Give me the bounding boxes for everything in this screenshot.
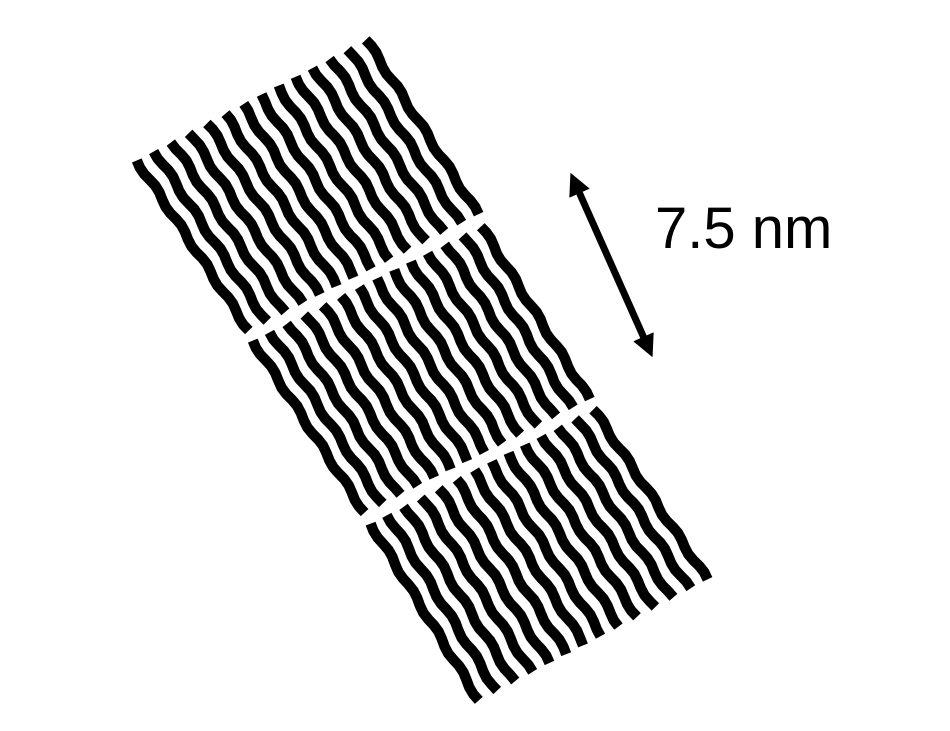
strand xyxy=(149,149,272,325)
strand xyxy=(487,459,606,639)
strand-block-2 xyxy=(247,223,595,517)
strand xyxy=(361,36,484,217)
strand xyxy=(399,503,520,685)
strand xyxy=(382,512,502,695)
strand-block-1 xyxy=(131,36,484,335)
strand xyxy=(503,450,623,630)
strand xyxy=(536,433,660,611)
strand xyxy=(372,276,489,455)
strand xyxy=(300,311,423,489)
scale-arrow xyxy=(569,172,654,358)
scale-bar-label: 7.5 nm xyxy=(655,196,832,261)
strand xyxy=(203,119,325,297)
strand xyxy=(519,442,641,621)
strand xyxy=(571,415,696,592)
strand xyxy=(318,302,439,480)
strand xyxy=(239,101,359,280)
strand xyxy=(166,139,290,316)
strand xyxy=(452,476,572,657)
strand xyxy=(553,424,678,601)
strand xyxy=(476,223,595,402)
strand xyxy=(290,74,412,254)
strand xyxy=(389,267,507,447)
lamella-stack xyxy=(131,36,713,704)
strand xyxy=(470,467,588,648)
strand xyxy=(247,338,369,517)
strand-block-3 xyxy=(365,405,713,704)
strand xyxy=(325,55,449,235)
strand xyxy=(256,92,376,272)
strand xyxy=(184,129,308,306)
strand xyxy=(440,241,561,420)
strand xyxy=(434,485,555,666)
strand xyxy=(589,405,713,582)
strand xyxy=(221,110,342,289)
strand xyxy=(354,284,473,464)
strand xyxy=(406,259,525,438)
strand xyxy=(423,250,543,429)
strand xyxy=(337,293,456,472)
strand xyxy=(416,494,538,675)
strand xyxy=(273,83,394,263)
strand xyxy=(282,320,405,498)
strand xyxy=(365,521,483,704)
scale-bar: 7.5 nm xyxy=(569,172,832,358)
strand xyxy=(458,232,578,411)
strand xyxy=(343,46,467,226)
strand xyxy=(307,65,430,245)
strand xyxy=(131,158,253,335)
strand xyxy=(264,329,387,508)
